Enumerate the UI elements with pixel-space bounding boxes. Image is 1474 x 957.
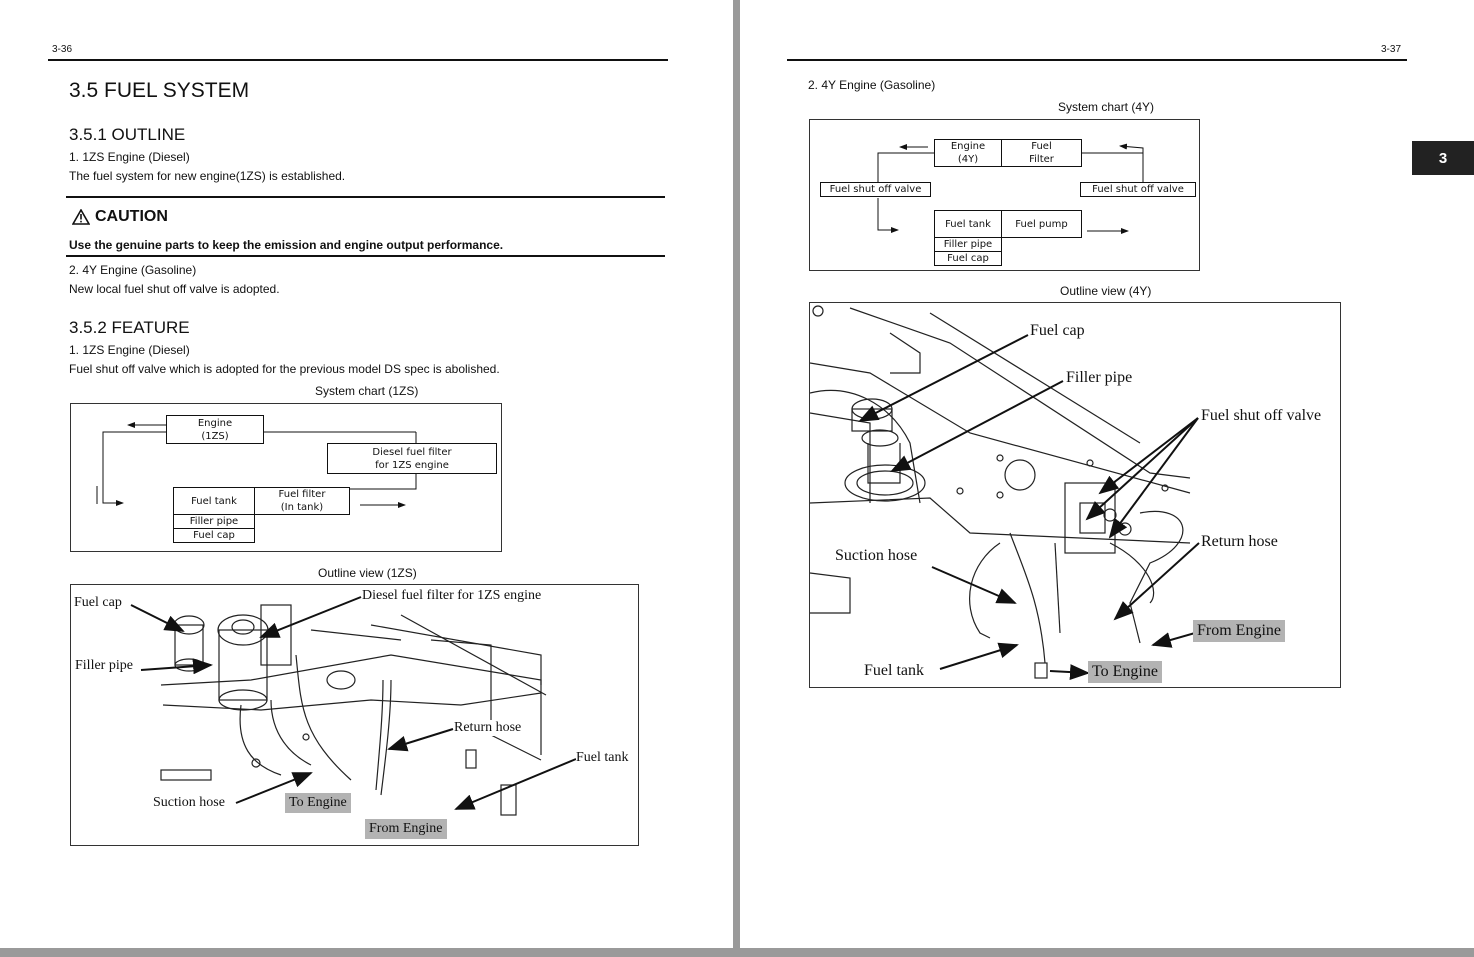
label-shutoff-valve: Fuel shut off valve <box>1201 407 1322 425</box>
label-fuel-tank: Fuel tank <box>576 750 629 766</box>
label-return-hose: Return hose <box>454 720 522 736</box>
chart-shutoff-left-box: Fuel shut off valve <box>820 182 931 197</box>
label-fuel-cap: Fuel cap <box>74 595 122 611</box>
header-rule <box>48 59 668 61</box>
chart-engine-label: Engine <box>197 417 233 429</box>
system-chart-4y: Engine (4Y) Fuel Filter Fuel shut off va… <box>809 119 1200 271</box>
chart-fuel-tank-box: Fuel tank <box>934 210 1002 238</box>
outline-item-2: 2. 4Y Engine (Gasoline) <box>69 263 197 277</box>
chart-fuel-filter-box: Fuel Filter <box>1001 139 1082 167</box>
chart-fuel-filter-line2: Filter <box>1029 154 1054 165</box>
label-filler-pipe: Filler pipe <box>1066 369 1133 387</box>
label-from-engine: From Engine <box>1193 620 1285 642</box>
outline-view-caption: Outline view (1ZS) <box>318 566 417 580</box>
caution-header: CAUTION <box>72 208 168 226</box>
caution-title: CAUTION <box>95 208 168 225</box>
system-chart-caption: System chart (1ZS) <box>315 384 419 398</box>
label-fuel-cap: Fuel cap <box>1030 322 1085 340</box>
feature-item-1: 1. 1ZS Engine (Diesel) <box>69 343 190 357</box>
right-page: 3-37 2. 4Y Engine (Gasoline) System char… <box>740 0 1474 948</box>
chart-engine-box: Engine (4Y) <box>934 139 1002 167</box>
chart-diesel-filter-line1: Diesel fuel filter <box>372 446 452 458</box>
chart-fuel-cap-label: Fuel cap <box>947 253 989 264</box>
label-to-engine: To Engine <box>285 793 351 813</box>
label-suction-hose: Suction hose <box>153 795 225 811</box>
label-from-engine: From Engine <box>365 819 447 839</box>
system-chart-1zs: Engine (1ZS) Diesel fuel filter for 1ZS … <box>70 403 502 552</box>
outline-item-2-text: New local fuel shut off valve is adopted… <box>69 282 280 296</box>
header-rule <box>787 59 1407 61</box>
outline-item-1: 1. 1ZS Engine (Diesel) <box>69 150 190 164</box>
outline-view-1zs: Fuel cap Diesel fuel filter for 1ZS engi… <box>70 584 639 846</box>
left-page: 3-36 3.5 FUEL SYSTEM 3.5.1 OUTLINE 1. 1Z… <box>0 0 733 948</box>
caution-bottom-rule <box>66 255 665 257</box>
chart-diesel-filter-line2: for 1ZS engine <box>375 459 449 471</box>
chart-fuel-cap-box: Fuel cap <box>934 251 1002 266</box>
warning-icon <box>72 209 90 225</box>
engine-4y-heading: 2. 4Y Engine (Gasoline) <box>808 78 936 92</box>
chart-fuel-pump-label: Fuel pump <box>1015 218 1068 230</box>
outline-view-caption: Outline view (4Y) <box>1060 284 1152 298</box>
chart-fuel-pump-box: Fuel pump <box>1001 210 1082 238</box>
chart-filler-pipe-label: Filler pipe <box>943 239 993 250</box>
chart-shutoff-right-label: Fuel shut off valve <box>1092 184 1184 195</box>
label-to-engine: To Engine <box>1088 661 1162 683</box>
page-number: 3-37 <box>1381 44 1402 55</box>
outline-view-4y: Fuel cap Filler pipe Fuel shut off valve… <box>809 302 1341 688</box>
system-chart-caption: System chart (4Y) <box>1058 100 1155 114</box>
section-title: 3.5 FUEL SYSTEM <box>69 79 250 102</box>
chart-shutoff-right-box: Fuel shut off valve <box>1080 182 1196 197</box>
label-suction-hose: Suction hose <box>835 547 918 565</box>
outline-item-1-text: The fuel system for new engine(1ZS) is e… <box>69 169 346 183</box>
chart-engine-model: (4Y) <box>957 154 979 165</box>
chart-fuel-filter-box: Fuel filter (In tank) <box>254 487 350 515</box>
outline-heading: 3.5.1 OUTLINE <box>69 125 186 144</box>
chart-fuel-filter-line1: Fuel <box>1031 141 1052 152</box>
flow-arrows <box>877 143 1144 234</box>
label-filler-pipe: Filler pipe <box>75 658 133 674</box>
chart-fuel-tank-label: Fuel tank <box>945 218 991 230</box>
chart-engine-model: (1ZS) <box>201 430 229 442</box>
chart-shutoff-left-label: Fuel shut off valve <box>829 184 922 195</box>
caution-text: Use the genuine parts to keep the emissi… <box>69 238 504 252</box>
chart-fuel-cap-label: Fuel cap <box>193 530 235 541</box>
chart-filler-pipe-box: Filler pipe <box>173 514 255 529</box>
chart-diesel-filter-box: Diesel fuel filter for 1ZS engine <box>327 443 497 474</box>
feature-heading: 3.5.2 FEATURE <box>69 318 190 337</box>
chart-fuel-filter-line2: (In tank) <box>280 502 324 513</box>
page-number: 3-36 <box>52 44 73 55</box>
chart-fuel-tank-box: Fuel tank <box>173 487 255 515</box>
engine-drawing-4y <box>810 305 1200 681</box>
label-diesel-filter: Diesel fuel filter for 1ZS engine <box>362 588 542 604</box>
chart-engine-label: Engine <box>950 141 986 152</box>
label-return-hose: Return hose <box>1201 533 1278 551</box>
chart-filler-pipe-box: Filler pipe <box>934 237 1002 252</box>
chart-filler-pipe-label: Filler pipe <box>189 516 239 527</box>
engine-drawing-1zs <box>130 596 577 816</box>
flow-arrows <box>96 422 417 508</box>
label-fuel-tank: Fuel tank <box>864 662 924 680</box>
feature-item-1-text: Fuel shut off valve which is adopted for… <box>69 362 500 376</box>
caution-top-rule <box>66 196 665 198</box>
section-tab[interactable]: 3 <box>1412 141 1474 175</box>
chart-engine-box: Engine (1ZS) <box>166 415 264 444</box>
chart-fuel-cap-box: Fuel cap <box>173 528 255 543</box>
chart-fuel-tank-label: Fuel tank <box>191 495 237 507</box>
chart-fuel-filter-line1: Fuel filter <box>278 489 326 500</box>
